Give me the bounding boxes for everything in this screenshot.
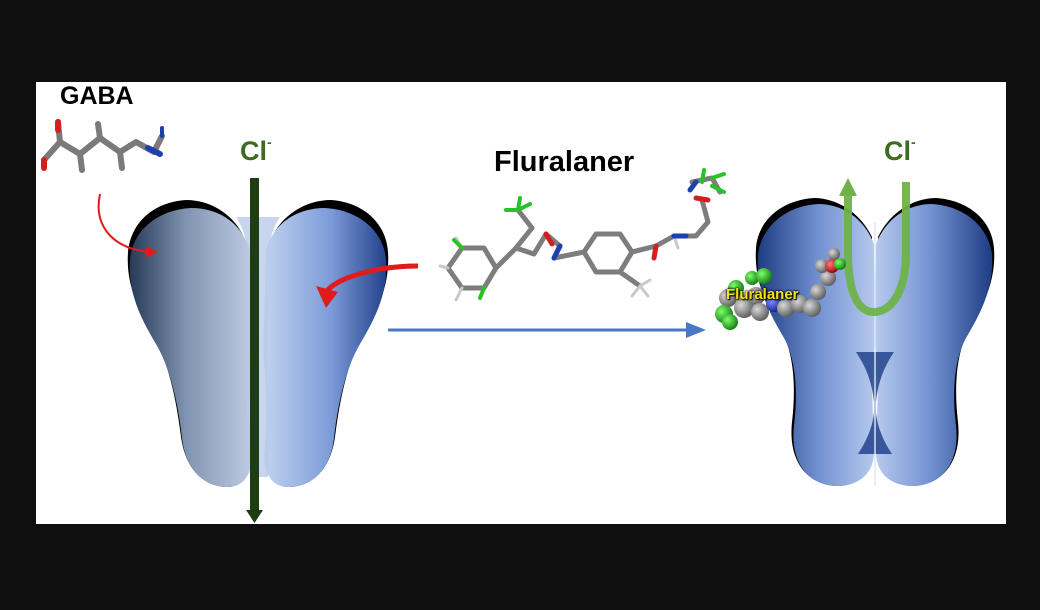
blocked-channel-right-lobe — [874, 204, 993, 486]
channel-right-lobe — [263, 208, 387, 487]
blocked-channel — [755, 198, 995, 486]
chloride-label-right: Cl- — [884, 134, 916, 167]
channel-left-lobe — [129, 208, 253, 487]
chloride-symbol: Cl — [884, 136, 911, 166]
figure-panel: GABA Fluralaner Cl- Cl- Fluralaner — [36, 82, 1006, 524]
bound-fluralaner-label: Fluralaner — [726, 286, 799, 303]
chloride-charge: - — [911, 134, 916, 150]
chloride-flow-down-arrow — [246, 178, 263, 523]
gaba-binding-arrow — [97, 193, 158, 258]
gaba-stick-model-icon — [41, 119, 165, 173]
blocked-channel-left-lobe — [757, 204, 876, 486]
chloride-repelled-u-arrow — [839, 178, 910, 317]
chloride-label-left: Cl- — [240, 134, 272, 167]
gaba-label: GABA — [60, 82, 134, 110]
fluralaner-stick-model-icon — [438, 168, 726, 302]
fluralaner-binding-arrow — [316, 263, 419, 308]
transition-arrow — [388, 322, 706, 338]
chloride-symbol: Cl — [240, 136, 267, 166]
chloride-charge: - — [267, 134, 272, 150]
diagram-graphics — [41, 119, 995, 523]
fluralaner-space-filling-icon — [715, 248, 846, 330]
fluralaner-label: Fluralaner — [494, 146, 635, 178]
